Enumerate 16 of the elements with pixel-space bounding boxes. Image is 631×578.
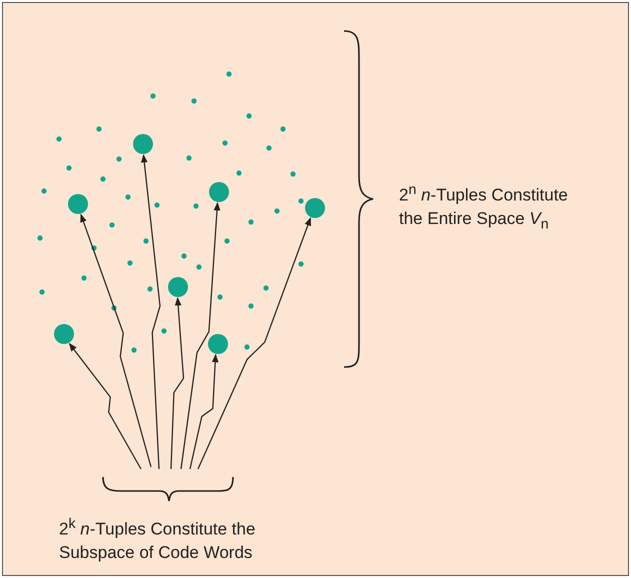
code-word-dot — [167, 276, 189, 298]
code-word-dot — [207, 333, 229, 355]
arrow — [180, 202, 220, 470]
arrow — [197, 217, 312, 470]
code-word-dot — [304, 197, 326, 219]
annotation-text: 2$^{k}$ n-Tuples Constitute the Subspace of Code Words — [59, 515, 256, 564]
arrow — [189, 354, 219, 470]
annotation-text: 2$^{n}$ n-Tuples Constitute the Entire Space V$_{n}$ — [399, 181, 569, 234]
code-word-dot — [53, 323, 75, 345]
code-word-dot — [67, 193, 89, 215]
code-word-dot — [132, 133, 154, 155]
arrow — [140, 154, 161, 470]
arrow — [80, 214, 152, 468]
arrow — [170, 297, 184, 470]
arrow — [68, 342, 142, 470]
code-word-dot — [208, 181, 230, 203]
